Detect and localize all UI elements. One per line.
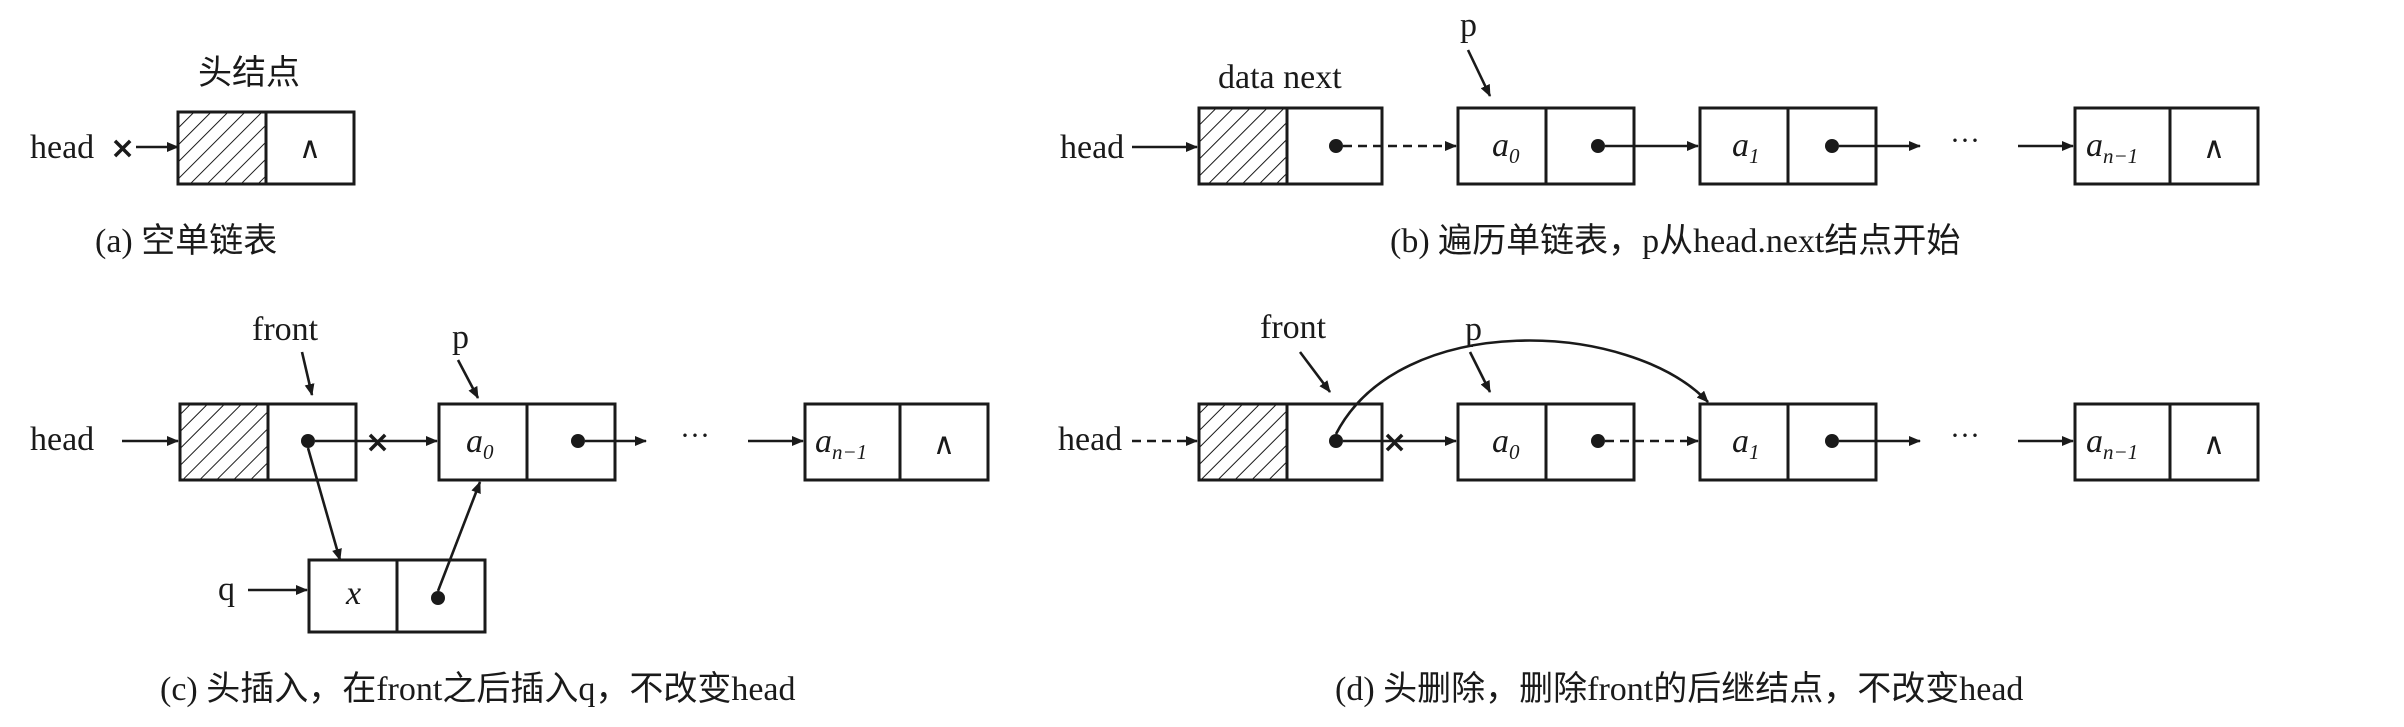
node-x: x [307,558,487,634]
pointer-dot [1591,139,1605,153]
value-a1: a1 [1732,423,1760,464]
pointer-dot [571,434,585,448]
node-a1: a1 [1698,106,1878,186]
front-arrow [300,351,315,396]
value-a1: a1 [1732,127,1760,168]
panel-c-head-insertion: front p head × a0 ··· an−1 ∧ q [30,311,990,708]
null-symbol: ∧ [2203,428,2225,461]
null-symbol: ∧ [933,428,955,461]
front-label: front [1260,309,1327,346]
cut-mark: × [110,131,135,166]
ellipsis: ··· [680,419,710,452]
data-field [437,402,529,482]
next-field [2168,106,2260,186]
head-label: head [1060,129,1124,166]
caption: (a) 空单链表 [95,222,277,260]
panel-b-traversal: head data next p a0 a1 ··· [1060,7,2260,260]
data-field-hatched [178,402,270,482]
pointer-dot [1825,434,1839,448]
head-label: head [30,129,94,166]
caption: (c) 头插入，在front之后插入q，不改变head [160,670,796,708]
head-label: head [1058,421,1122,458]
value-an1: an−1 [2086,127,2138,168]
fields-label: data next [1218,59,1342,96]
head-label: head [30,421,94,458]
value-a0: a0 [466,423,494,464]
pointer-dot [431,591,445,605]
null-symbol: ∧ [299,132,321,165]
node-an1: an−1 ∧ [803,402,990,482]
data-field [1698,402,1790,482]
q-to-a0-arrow [436,481,482,592]
cut-mark: × [1382,425,1407,460]
front-to-q-arrow [306,447,342,561]
value-a0: a0 [1492,127,1520,168]
data-field [307,558,399,634]
data-field-hatched [176,110,268,186]
p-label: p [452,319,469,356]
data-field-hatched [1197,106,1289,186]
data-field [1456,402,1548,482]
value-a0: a0 [1492,423,1520,464]
front-arrow [1298,351,1332,393]
q-label: q [218,571,235,608]
head-node-label: 头结点 [198,54,300,92]
p-arrow [1468,351,1492,393]
node-an1: an−1 ∧ [2073,402,2260,482]
data-field [1698,106,1790,186]
data-field-hatched [1197,402,1289,482]
pointer-dot [1329,434,1343,448]
head-node: ∧ [176,110,356,186]
value-an1: an−1 [2086,423,2138,464]
next-field [898,402,990,482]
head-node [1197,402,1384,482]
ellipsis: ··· [1950,124,1980,157]
next-field [264,110,356,186]
next-field [1544,402,1636,482]
bypass-arc-arrow [1334,339,1709,435]
node-a0: a0 [1456,402,1636,482]
pointer-dot [301,434,315,448]
data-field [2073,106,2172,186]
caption: (b) 遍历单链表，p从head.next结点开始 [1390,222,1960,260]
p-label: p [1465,311,1482,348]
null-symbol: ∧ [2203,132,2225,165]
next-field [2168,402,2260,482]
value-x: x [345,575,361,612]
value-an1: an−1 [815,423,867,464]
p-arrow [456,359,480,399]
caption: (d) 头删除，删除front的后继结点，不改变head [1335,670,2023,708]
node-an1: an−1 ∧ [2073,106,2260,186]
front-label: front [252,311,319,348]
panel-d-head-deletion: front p head × a0 a1 ··· [1058,309,2260,708]
pointer-dot [1825,139,1839,153]
panel-a-empty-list: 头结点 head × ∧ (a) 空单链表 [30,54,356,260]
ellipsis: ··· [1950,419,1980,452]
head-node [1197,106,1384,186]
p-label: p [1460,7,1477,44]
p-arrow [1466,49,1492,97]
pointer-dot [1591,434,1605,448]
cut-mark: × [365,425,390,460]
pointer-dot [1329,139,1343,153]
data-field [1456,106,1548,186]
